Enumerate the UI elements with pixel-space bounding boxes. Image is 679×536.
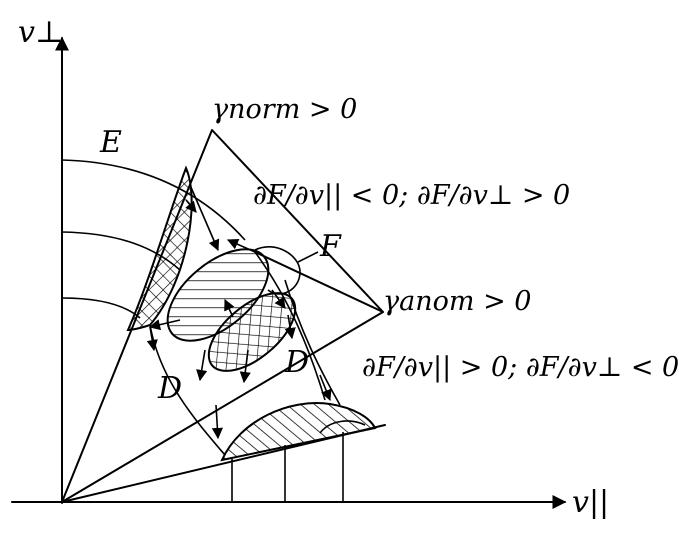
- flow-arrow-12: [224, 298, 235, 318]
- anomalous-boundary-line: [254, 251, 384, 313]
- flow-arrow-2: [185, 199, 197, 213]
- condition-lower-label: ∂F/∂v|| > 0; ∂F/∂v⊥ < 0: [362, 352, 679, 383]
- flow-arrow-5: [146, 326, 158, 352]
- flow-arrow-10: [211, 404, 223, 440]
- flow-arrow-8: [284, 314, 296, 340]
- y-axis-label: v⊥: [18, 15, 64, 50]
- region-E-label: E: [100, 125, 122, 160]
- upper-left-lens: [126, 165, 193, 332]
- region-D-left-label: D: [158, 371, 183, 406]
- flow-arrow-9: [239, 349, 251, 384]
- gamma-norm-label: γnorm > 0: [212, 94, 358, 125]
- condition-upper-label: ∂F/∂v|| < 0; ∂F/∂v⊥ > 0: [253, 180, 571, 211]
- flow-arrow-1: [189, 184, 220, 252]
- x-axis-label: v||: [572, 485, 610, 520]
- region-D-right-label: D: [285, 345, 310, 380]
- flow-arrow-4: [148, 319, 181, 331]
- F-pointer: [297, 251, 319, 263]
- diagram-svg: [11, 36, 567, 509]
- flow-arrow-11: [319, 374, 332, 402]
- region-F-label: F: [320, 229, 341, 264]
- gamma-anom-label: γanom > 0: [383, 286, 532, 317]
- flow-arrow-6: [196, 349, 208, 382]
- flow-arrow-7: [271, 289, 286, 309]
- lower-lens: [207, 292, 297, 372]
- energy-arc-outer: [61, 159, 246, 241]
- diagram-canvas: v⊥ v|| E F D D γnorm > 0 γanom > 0 ∂F/∂v…: [11, 15, 679, 520]
- bottom-dome-inner: [319, 420, 366, 434]
- energy-arc-inner: [61, 297, 141, 319]
- bottom-dome: [220, 402, 377, 462]
- F-bubble: [254, 245, 301, 295]
- flow-arrow-3: [226, 238, 256, 253]
